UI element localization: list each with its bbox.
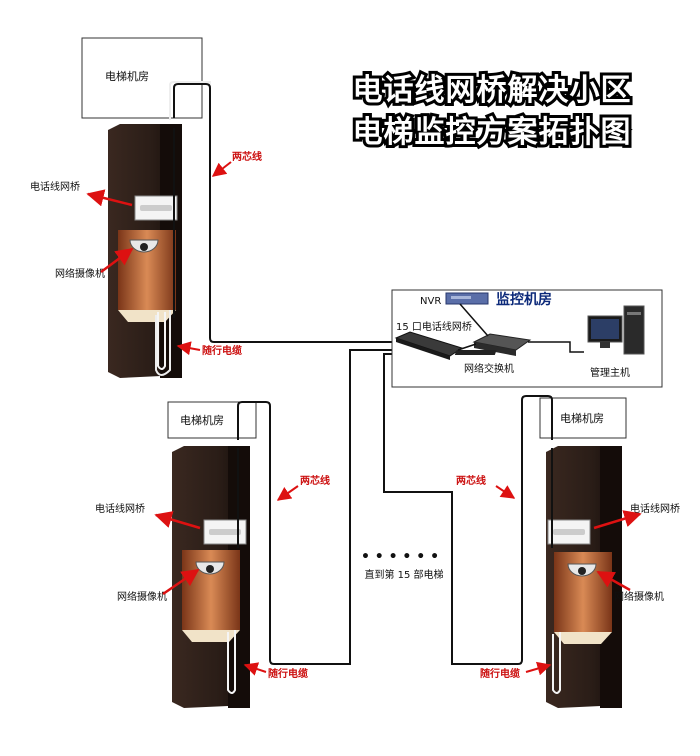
trailing-cable-label: 随行电缆 bbox=[202, 344, 242, 357]
trailing-cable-white bbox=[155, 81, 211, 376]
machine-room-box bbox=[167, 401, 257, 439]
switch-label: 网络交换机 bbox=[464, 362, 514, 375]
trailing-cable-label: 随行电缆 bbox=[268, 667, 308, 680]
machine-room-label: 电梯机房 bbox=[560, 411, 604, 425]
bridge-label: 电话线网桥 bbox=[30, 180, 80, 193]
two-core-wire-label: 两芯线 bbox=[232, 150, 262, 163]
bridge-label: 电话线网桥 bbox=[630, 502, 680, 515]
camera-arrow bbox=[162, 568, 200, 596]
camera-label: 网络摄像机 bbox=[117, 590, 167, 603]
network-switch bbox=[472, 333, 532, 356]
bridge-arrow bbox=[593, 510, 642, 530]
camera-label: 网络摄像机 bbox=[55, 267, 105, 280]
machine-room-label: 电梯机房 bbox=[180, 413, 224, 427]
nvr-device bbox=[445, 292, 489, 305]
machine-room-box bbox=[539, 397, 627, 439]
machine-room-box bbox=[81, 37, 203, 119]
camera-arrow bbox=[100, 247, 134, 274]
elevator-2: 电梯机房 电话线网桥 网络摄像机 两芯线 随行电缆 bbox=[95, 401, 330, 708]
title-line-1: 电话线网桥解决小区 bbox=[353, 73, 632, 108]
network-camera bbox=[567, 563, 597, 577]
network-camera bbox=[129, 239, 159, 253]
link-nvr-switch bbox=[459, 303, 489, 337]
two-core-wire-label: 两芯线 bbox=[300, 474, 330, 487]
bridge-15-label: 15 口电话线网桥 bbox=[396, 320, 472, 333]
control-room: 监控机房 NVR 15 口电话线网桥 网络交换机 管理主机 bbox=[391, 289, 663, 388]
continuation-dots: • • • • • • bbox=[361, 549, 439, 565]
control-room-title: 监控机房 bbox=[496, 291, 552, 308]
machine-room-label: 电梯机房 bbox=[105, 69, 149, 83]
two-core-wire-label: 两芯线 bbox=[456, 474, 486, 487]
title-line-2: 电梯监控方案拓扑图 bbox=[353, 115, 632, 150]
wire-elevator-3 bbox=[383, 353, 553, 665]
elevator-1: 电梯机房 电话线网桥 网络摄像机 两芯线 随行电缆 bbox=[30, 37, 262, 378]
bridge-label: 电话线网桥 bbox=[95, 502, 145, 515]
continuation-note: • • • • • • 直到第 15 部电梯 bbox=[361, 549, 444, 581]
continuation-label: 直到第 15 部电梯 bbox=[364, 568, 443, 581]
diagram-title: 电话线网桥解决小区 电梯监控方案拓扑图 bbox=[350, 70, 634, 153]
elevator-3: 电梯机房 电话线网桥 网络摄像机 两芯线 随行电缆 bbox=[456, 397, 680, 708]
network-camera bbox=[195, 561, 225, 575]
wire-elevator-2 bbox=[237, 349, 392, 665]
bridge-arrow bbox=[154, 511, 201, 530]
two-core-wires bbox=[173, 83, 553, 665]
link-bridge-switch bbox=[457, 343, 477, 351]
camera-label: 网络摄像机 bbox=[614, 590, 664, 603]
camera-arrow bbox=[596, 570, 631, 592]
bridge-arrow bbox=[86, 189, 133, 207]
link-switch-host bbox=[528, 341, 584, 353]
management-host bbox=[454, 305, 645, 355]
wire-elevator-1 bbox=[173, 83, 392, 343]
trailing-cable-label: 随行电缆 bbox=[480, 667, 520, 680]
host-label: 管理主机 bbox=[590, 366, 630, 379]
nvr-label: NVR bbox=[420, 296, 441, 307]
